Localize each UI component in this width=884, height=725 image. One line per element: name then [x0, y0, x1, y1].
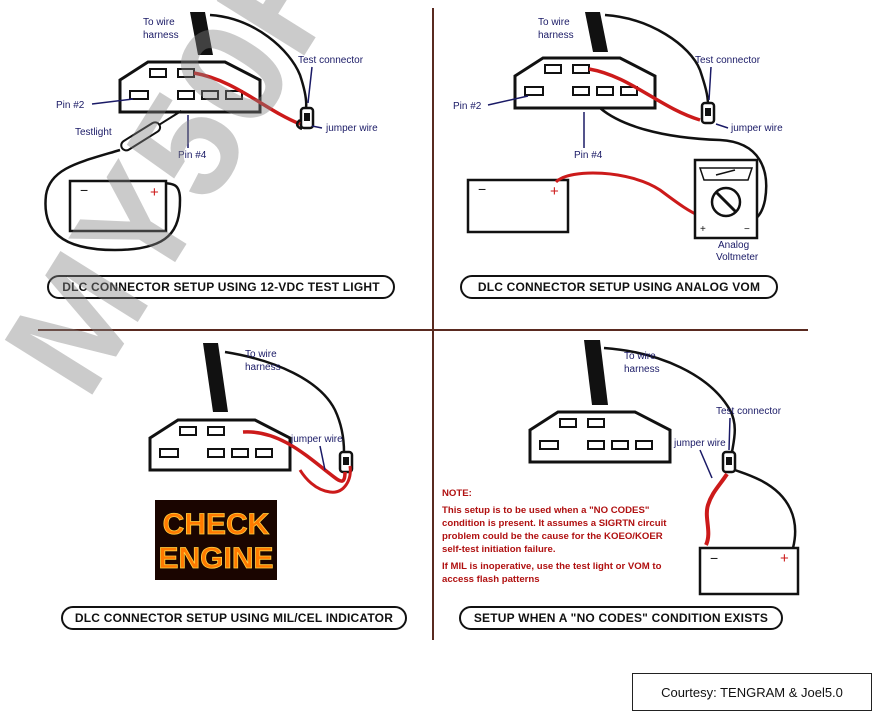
battery-positive-label: + — [780, 550, 789, 567]
test-connector-label: Test connector — [695, 55, 761, 66]
test-connector-plug — [700, 101, 716, 125]
test-connector-plug — [721, 450, 737, 474]
jumper-wire-label: jumper wire — [290, 434, 343, 445]
battery-positive-label: + — [550, 183, 559, 200]
dlc-connector — [148, 418, 292, 472]
battery-negative-label: − — [80, 182, 88, 198]
meter-positive-label: + — [700, 224, 706, 235]
jumper-wire — [588, 67, 701, 122]
wire-harness-label-1b: harness — [143, 30, 179, 41]
pin2-label: Pin #2 — [56, 100, 85, 111]
panel-title-vom: DLC CONNECTOR SETUP USING ANALOG VOM — [478, 280, 760, 294]
wire-harness-label-3a: To wire — [245, 349, 277, 360]
jumper-wire-label: jumper wire — [673, 438, 726, 449]
panel-nocodes: − + To wire harness Test connector jumpe… — [459, 340, 800, 630]
panel-title-pill — [47, 275, 395, 299]
note-block: NOTE: This setup is to be used when a "N… — [442, 487, 682, 590]
panel-title-testlight: DLC CONNECTOR SETUP USING 12-VDC TEST LI… — [62, 280, 380, 294]
panel-title-nocodes: SETUP WHEN A "NO CODES" CONDITION EXISTS — [474, 611, 768, 625]
battery — [466, 178, 570, 234]
testlight-label: Testlight — [75, 127, 112, 138]
panel-vom: − + + − To wire harness Test connector P… — [453, 12, 783, 299]
jumper-wire — [193, 71, 301, 126]
pin4-label: Pin #4 — [178, 150, 207, 161]
dlc-connector — [513, 56, 657, 110]
meter-negative-label: − — [744, 224, 750, 235]
wire-harness-label-1a: To wire — [143, 17, 175, 28]
jumper-wire — [704, 472, 729, 546]
wire-harness-label-2a: To wire — [538, 17, 570, 28]
courtesy-box: Courtesy: TENGRAM & Joel5.0 — [632, 673, 872, 711]
testlight-probe — [120, 110, 182, 152]
battery-negative-label: − — [710, 550, 718, 566]
battery — [68, 179, 168, 233]
courtesy-text: Courtesy: TENGRAM & Joel5.0 — [661, 684, 843, 700]
panel-title-pill — [460, 275, 778, 299]
battery-positive-label: + — [150, 184, 159, 201]
panel-title-pill — [61, 606, 407, 630]
test-connector-plug — [299, 106, 315, 130]
panel-mil: To wire harness jumper wire CHECK ENGINE… — [61, 343, 407, 630]
wire-harness-label-4a: To wire — [624, 351, 656, 362]
check-engine-line2: ENGINE — [158, 542, 273, 575]
note-heading: NOTE: — [442, 488, 472, 499]
voltmeter-label-b: Voltmeter — [716, 252, 759, 263]
dlc-connector — [528, 410, 672, 464]
note-para2: If MIL is inoperative, use the test ligh… — [442, 561, 662, 585]
check-engine-line1: CHECK — [163, 508, 270, 541]
battery — [698, 546, 800, 596]
wire-harness-label-3b: harness — [245, 362, 281, 373]
test-connector-label: Test connector — [298, 55, 364, 66]
voltmeter-label-a: Analog — [718, 240, 749, 251]
check-engine-indicator: CHECK ENGINE — [155, 500, 277, 580]
jumper-wire-loop — [298, 465, 352, 494]
note-para1: This setup is to be used when a "NO CODE… — [442, 505, 667, 555]
battery-negative-label: − — [478, 181, 486, 197]
panel-title-mil: DLC CONNECTOR SETUP USING MIL/CEL INDICA… — [75, 611, 393, 625]
pin4-label: Pin #4 — [574, 150, 603, 161]
panel-title-pill — [459, 606, 783, 630]
dlc-connector — [118, 60, 262, 114]
test-connector-label: Test connector — [716, 406, 782, 417]
jumper-wire-label: jumper wire — [325, 123, 378, 134]
wire-harness-label-2b: harness — [538, 30, 574, 41]
jumper-wire-label: jumper wire — [730, 123, 783, 134]
wire-harness-label-4b: harness — [624, 364, 660, 375]
pin2-label: Pin #2 — [453, 101, 482, 112]
panel-testlight: − + To wire harness Test connector Pin #… — [44, 12, 395, 299]
analog-voltmeter — [693, 158, 759, 240]
meter-positive-lead — [554, 171, 701, 218]
